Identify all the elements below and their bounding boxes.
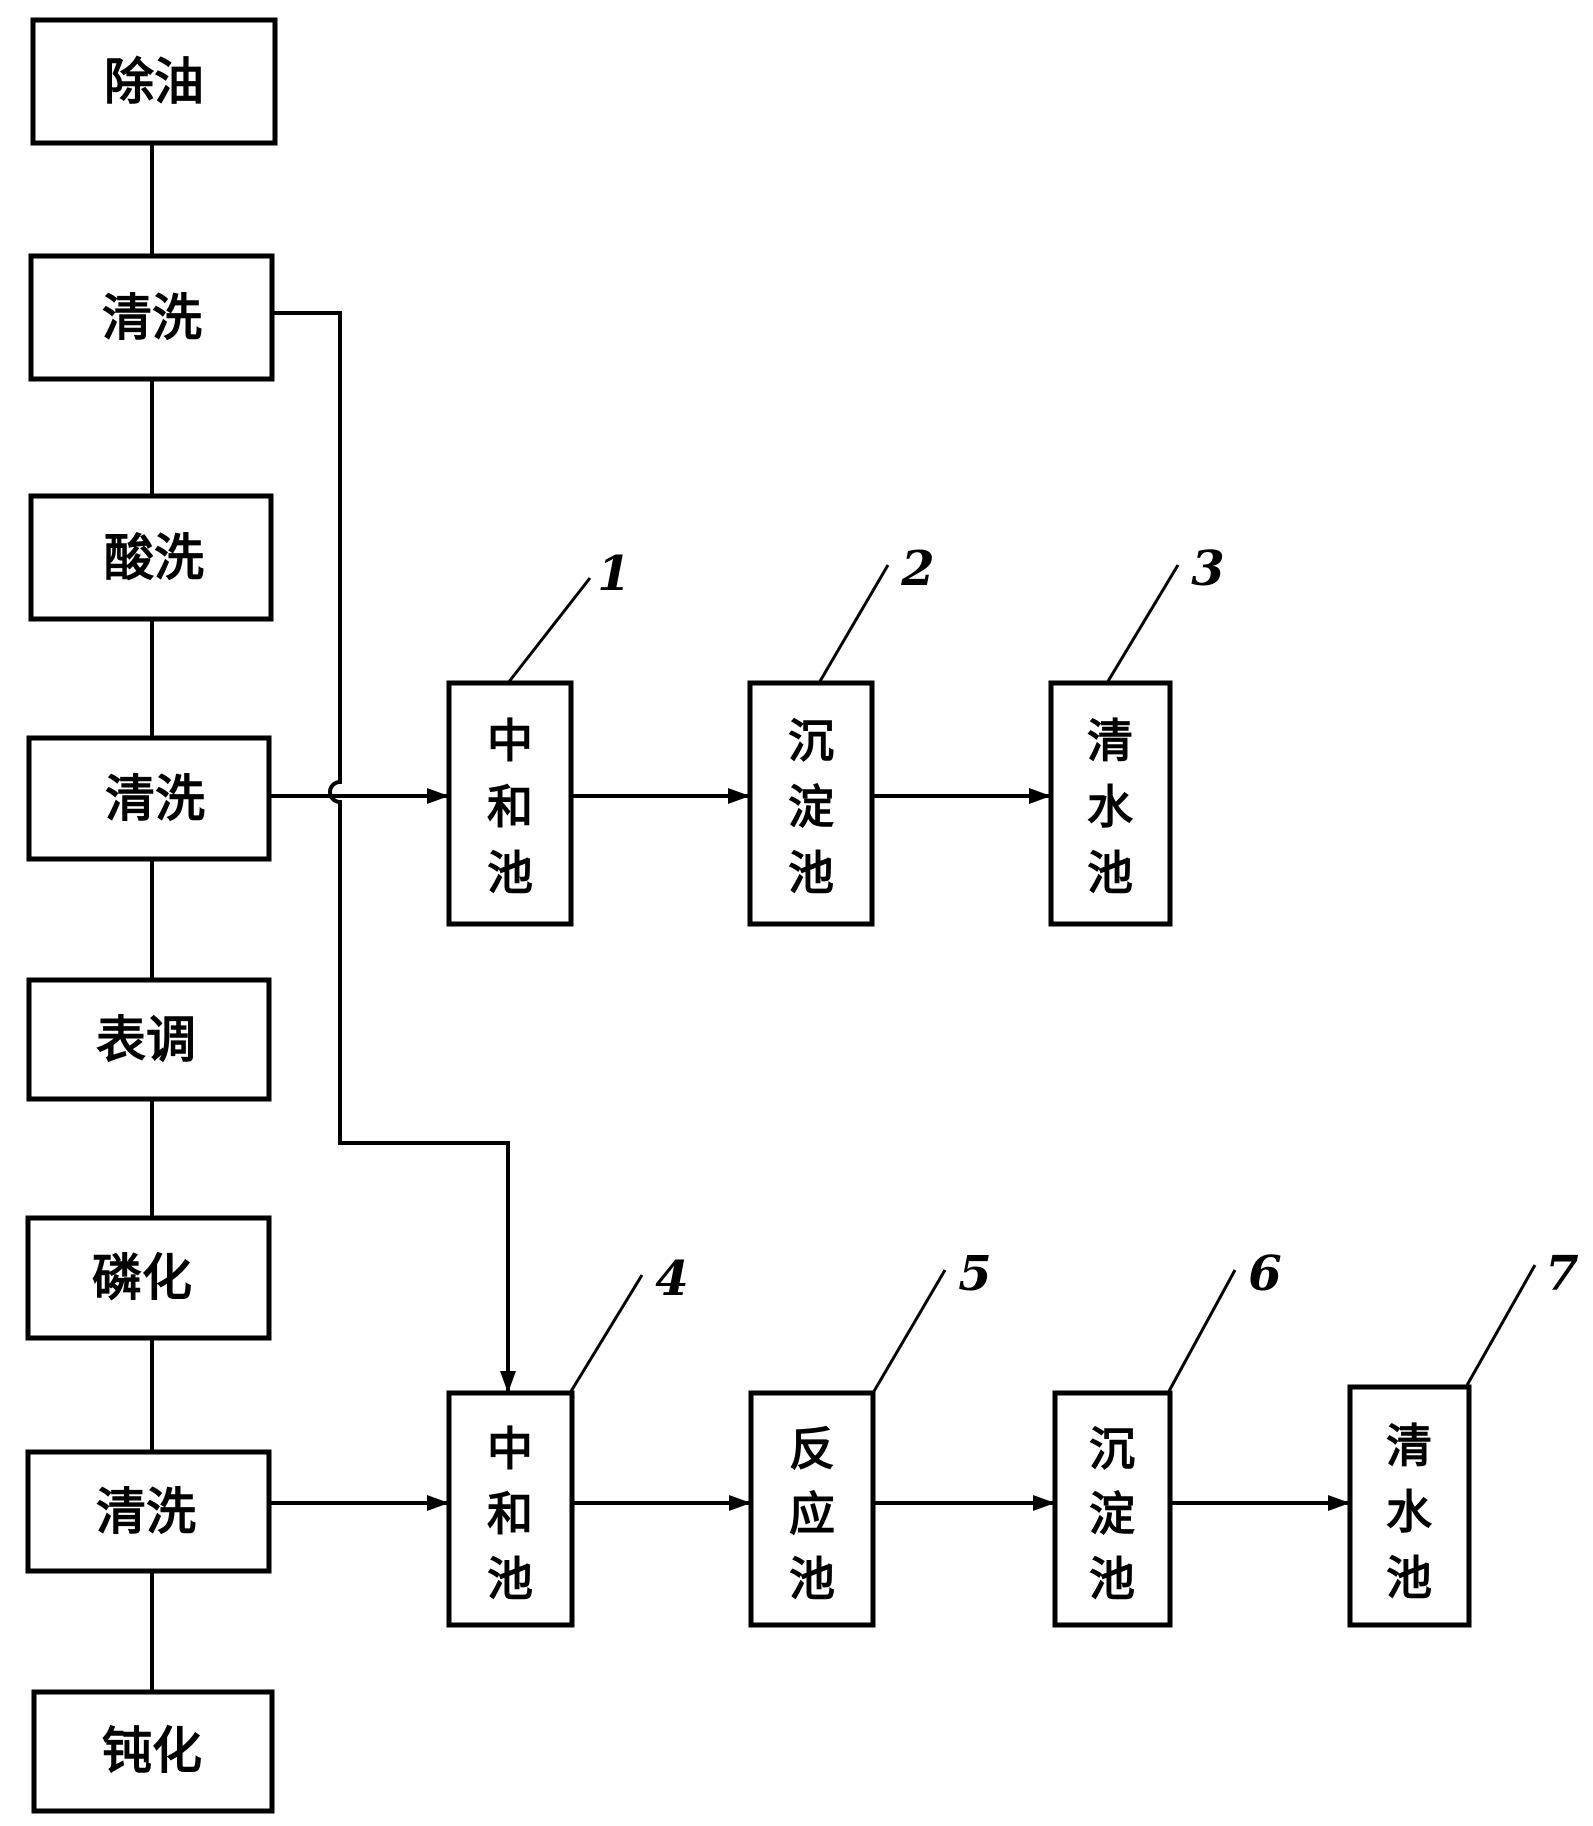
tank-char: 清 (1386, 1419, 1432, 1473)
tank-2-sedimentation: 沉 淀 池 (747, 680, 875, 927)
step-rinse-3: 清洗 (25, 1449, 272, 1574)
tank-char: 池 (788, 846, 834, 900)
tank-char: 和 (487, 780, 533, 834)
step-label: 除油 (104, 53, 204, 111)
tank-6-sedimentation: 沉 淀 池 (1052, 1390, 1173, 1628)
step-label: 钝化 (102, 1722, 202, 1780)
ref-number-6: 6 (1248, 1246, 1281, 1302)
step-passivation: 钝化 (31, 1689, 275, 1814)
step-degreasing: 除油 (30, 17, 278, 146)
tank-char: 池 (789, 1552, 835, 1606)
ref-number-7: 7 (1545, 1246, 1578, 1302)
tank-char: 应 (789, 1487, 835, 1541)
arrow-icon (427, 1495, 449, 1511)
tank-char: 淀 (1089, 1487, 1135, 1541)
tank-char: 清 (1087, 714, 1133, 768)
arrow-icon (1029, 788, 1051, 804)
reference-numerals: 1 2 3 4 5 6 7 (506, 541, 1579, 1394)
tank-char: 沉 (788, 714, 834, 768)
tank-char: 池 (487, 1552, 533, 1606)
step-label: 清洗 (102, 289, 202, 347)
step-rinse-1: 清洗 (28, 253, 275, 382)
ref-number-5: 5 (958, 1246, 991, 1302)
arrow-icon (1328, 1495, 1350, 1511)
tank-7-clear-water: 清 水 池 (1347, 1384, 1472, 1628)
tank-3-clear-water: 清 水 池 (1048, 680, 1173, 927)
wastewater-pipes (269, 311, 1350, 1505)
step-label: 磷化 (92, 1249, 192, 1307)
tank-4-neutralization: 中 和 池 (446, 1390, 575, 1628)
ref-number-3: 3 (1191, 541, 1224, 597)
ref-number-2: 2 (900, 541, 934, 597)
arrow-icon (728, 788, 750, 804)
tank-char: 水 (1087, 780, 1134, 834)
tank-char: 池 (1089, 1552, 1135, 1606)
process-steps: 除油 清洗 酸洗 清洗 表调 磷化 清洗 钝化 (25, 17, 278, 1814)
step-surface-conditioning: 表调 (26, 977, 272, 1102)
tank-char: 池 (487, 846, 533, 900)
tank-char: 反 (789, 1422, 835, 1476)
tank-char: 淀 (788, 780, 834, 834)
tank-char: 池 (1386, 1551, 1432, 1605)
step-phosphating: 磷化 (25, 1215, 272, 1341)
arrow-icon (729, 1495, 751, 1511)
arrow-icon (427, 788, 449, 804)
bottom-treatment-line: 中 和 池 反 应 池 沉 淀 池 清 水 池 (446, 1384, 1472, 1628)
ref-number-4: 4 (655, 1251, 688, 1307)
step-label: 清洗 (105, 770, 205, 828)
ref-number-1: 1 (597, 546, 630, 602)
tank-char: 水 (1386, 1485, 1433, 1539)
arrow-icon (1033, 1495, 1055, 1511)
tank-1-neutralization: 中 和 池 (446, 680, 574, 927)
tank-char: 池 (1087, 846, 1133, 900)
tank-char: 中 (487, 714, 533, 768)
tank-char: 沉 (1089, 1422, 1135, 1476)
step-pickling: 酸洗 (28, 493, 274, 622)
tank-5-reaction: 反 应 池 (748, 1390, 876, 1628)
step-label: 表调 (96, 1011, 196, 1069)
step-label: 清洗 (96, 1483, 196, 1541)
arrow-icon (500, 1371, 516, 1393)
step-label: 酸洗 (104, 529, 204, 587)
step-rinse-2: 清洗 (26, 735, 272, 862)
tank-char: 和 (487, 1487, 533, 1541)
flow-arrows (427, 788, 1350, 1511)
top-treatment-line: 中 和 池 沉 淀 池 清 水 池 (446, 680, 1173, 927)
tank-char: 中 (487, 1422, 533, 1476)
